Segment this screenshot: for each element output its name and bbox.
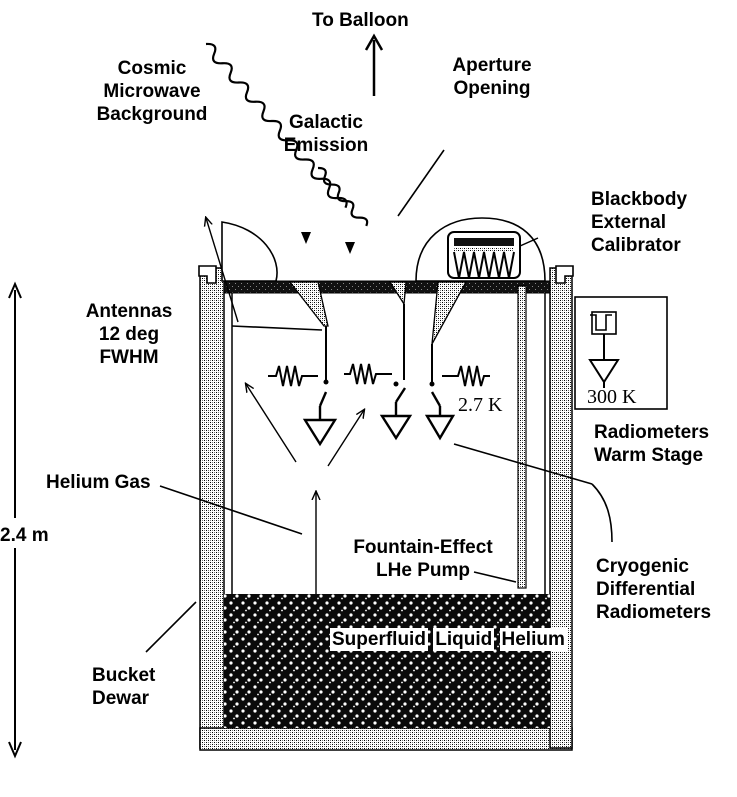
- label-temp-warm: 300 K: [587, 386, 637, 408]
- label-blackbody-line2: External: [591, 212, 666, 233]
- label-blackbody-line3: Calibrator: [591, 235, 681, 256]
- label-temp-cold: 2.7 K: [458, 394, 503, 416]
- load-resistors: [268, 363, 490, 387]
- radiometer-switches: [302, 387, 456, 447]
- top-plate: [223, 280, 551, 294]
- galactic-arrowhead-icon: [345, 242, 355, 254]
- label-antennas: Antennas 12 deg FWHM: [74, 300, 184, 369]
- label-fountain-line2: LHe Pump: [376, 560, 470, 581]
- label-cmb-line3: Background: [96, 104, 208, 125]
- label-blackbody: Blackbody External Calibrator: [591, 188, 687, 257]
- to-balloon-arrow-icon: [364, 33, 384, 96]
- label-galactic-line2: Emission: [283, 135, 369, 156]
- label-height: 2.4 m: [0, 525, 49, 546]
- label-bucket-dewar-line1: Bucket: [92, 665, 156, 686]
- label-antennas-line3: FWHM: [99, 347, 159, 368]
- label-radiometers-warm-line2: Warm Stage: [594, 445, 704, 466]
- label-fountain: Fountain-Effect LHe Pump: [338, 536, 508, 582]
- label-antennas-line2: 12 deg: [98, 324, 160, 345]
- blackbody-calibrator: [447, 231, 539, 279]
- label-cryogenic-line3: Radiometers: [596, 602, 712, 623]
- label-galactic-line1: Galactic: [289, 112, 363, 133]
- label-aperture-line1: Aperture: [452, 55, 532, 76]
- cmb-arrowhead-icon: [301, 232, 311, 244]
- label-blackbody-line1: Blackbody: [591, 189, 688, 210]
- label-cmb: Cosmic Microwave Background: [86, 57, 218, 126]
- leader-lines: [145, 149, 613, 653]
- label-cryogenic: Cryogenic Differential Radiometers: [596, 555, 711, 624]
- label-cryogenic-line1: Cryogenic: [596, 556, 689, 577]
- warm-stage-box: [574, 296, 668, 410]
- height-arrow-icon: [8, 281, 22, 759]
- label-fountain-line1: Fountain-Effect: [353, 537, 493, 558]
- galactic-radiation-icon: [317, 166, 369, 227]
- label-cmb-line1: Cosmic: [117, 58, 187, 79]
- switch-dots: [323, 379, 435, 387]
- label-aperture-line2: Opening: [453, 78, 531, 99]
- label-helium-gas: Helium Gas: [46, 472, 151, 493]
- label-bucket-dewar: Bucket Dewar: [92, 664, 155, 710]
- label-cryogenic-line2: Differential: [596, 579, 696, 600]
- left-shield: [221, 221, 278, 282]
- label-antennas-line1: Antennas: [85, 301, 173, 322]
- label-to-balloon: To Balloon: [312, 10, 409, 31]
- label-radiometers-warm-line1: Radiometers: [594, 422, 710, 443]
- label-galactic: Galactic Emission: [278, 111, 374, 157]
- label-superfluid: Superfluid Liquid Helium: [330, 628, 567, 651]
- label-aperture: Aperture Opening: [440, 54, 544, 100]
- cmb-radiation-icon: [205, 42, 348, 209]
- label-superfluid-line3: Helium: [499, 628, 567, 651]
- helium-bath: [224, 594, 550, 728]
- label-superfluid-line1: Superfluid: [330, 628, 428, 651]
- label-bucket-dewar-line2: Dewar: [92, 688, 150, 709]
- pump-pipe: [517, 285, 527, 589]
- label-radiometers-warm: Radiometers Warm Stage: [594, 421, 709, 467]
- label-cmb-line2: Microwave: [103, 81, 201, 102]
- helium-gas-arrows-icon: [206, 218, 364, 594]
- antenna-horns: [288, 281, 468, 384]
- label-superfluid-line2: Liquid: [433, 628, 495, 651]
